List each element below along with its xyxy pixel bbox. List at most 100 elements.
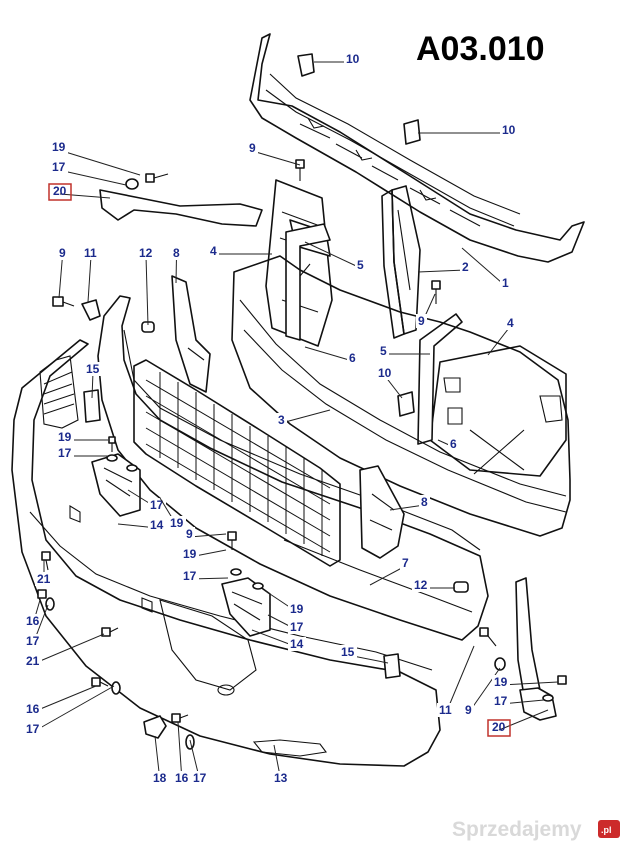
callout-c20a: 20 [53, 184, 67, 198]
callout-leader-c8a [175, 255, 177, 284]
callout-bg-c18a [151, 771, 169, 785]
callout-bg-c17i [191, 771, 209, 785]
callout-highlight-c20a [48, 183, 72, 201]
callout-bg-c19a [50, 140, 68, 154]
callout-bg-c6a [347, 351, 358, 365]
callout-bg-c4b [505, 316, 516, 330]
callout-c18a: 18 [153, 771, 167, 785]
callout-c12a: 12 [139, 246, 153, 260]
callout-leader-c8b [389, 504, 425, 511]
callout-c9c: 9 [418, 314, 425, 328]
callout-bg-c4a [208, 244, 219, 258]
callout-c9a: 9 [249, 141, 256, 155]
callout-leader-c4b [487, 325, 511, 356]
callout-c15b: 15 [341, 645, 355, 659]
callout-bg-c17a [50, 160, 68, 174]
callout-c15a: 15 [86, 362, 100, 376]
callout-c8a: 8 [173, 246, 180, 260]
callout-c17b: 17 [58, 446, 72, 460]
callout-leader-c11a [87, 255, 92, 303]
callout-c9d: 9 [186, 527, 193, 541]
callout-c19e: 19 [290, 602, 304, 616]
part-clips [83, 53, 421, 679]
callout-bg-c3a [276, 413, 287, 427]
callout-c19a: 19 [52, 140, 66, 154]
callout-leader-c21b [32, 633, 105, 665]
callout-bg-c8a [171, 246, 182, 260]
callout-leader-c1a [461, 247, 506, 287]
callout-leader-c9d [189, 533, 227, 538]
callout-c6b: 6 [450, 437, 457, 451]
callout-bg-c21a [35, 572, 53, 586]
callout-leader-c7a [369, 565, 406, 586]
callout-bg-c5a [355, 258, 366, 272]
part-side-brackets [171, 275, 547, 715]
callout-leader-c15a [91, 371, 94, 399]
callout-c19b: 19 [58, 430, 72, 444]
callout-bg-c7a [400, 556, 411, 570]
callout-c17g: 17 [494, 694, 508, 708]
watermark-badge: .pl [601, 825, 612, 835]
callout-c16c: 16 [175, 771, 189, 785]
watermark-badge-shape [598, 820, 620, 838]
part-lamp-bracket-right [429, 345, 567, 477]
callout-c6a: 6 [349, 351, 356, 365]
watermark-text: Sprzedajemy [452, 818, 582, 841]
callout-bg-c17g [492, 694, 510, 708]
callout-c7a: 7 [402, 556, 409, 570]
callout-leader-c19f [500, 681, 559, 686]
callout-c21b: 21 [26, 654, 40, 668]
callout-bg-c13a [272, 771, 290, 785]
callout-bg-c21b [24, 654, 42, 668]
callout-bg-c17h [24, 722, 42, 736]
callout-c16a: 16 [26, 614, 40, 628]
callout-bg-c19e [288, 602, 306, 616]
part-bumper-bar [97, 295, 489, 641]
callout-c10b: 10 [502, 123, 516, 137]
callout-bg-c11b [437, 703, 455, 717]
callout-bg-c16a [24, 614, 42, 628]
callout-bg-c17e [288, 620, 306, 634]
callout-leader-c16b [32, 685, 97, 713]
callout-c16b: 16 [26, 702, 40, 716]
callout-c4a: 4 [210, 244, 217, 258]
callout-leader-c2a [417, 269, 466, 273]
callout-leader-c5a [304, 241, 361, 269]
callout-bg-c19d [181, 547, 199, 561]
part-brackets-14 [91, 453, 271, 637]
callout-leader-c17a [58, 169, 127, 186]
callout-bg-c9c [416, 314, 427, 328]
part-center-stay [381, 185, 421, 339]
callout-c17f: 17 [26, 634, 40, 648]
callout-bg-c12a [137, 246, 155, 260]
callout-c11b: 11 [439, 703, 452, 717]
callout-bg-c19b [56, 430, 74, 444]
callout-c5a: 5 [357, 258, 364, 272]
callout-leader-c20a [59, 193, 111, 199]
callout-c21a: 21 [37, 572, 51, 586]
watermark-logo: Sprzedajemy .pl [452, 818, 620, 841]
callout-bg-c1a [500, 276, 511, 290]
callout-bg-c11a [82, 246, 100, 260]
callout-highlight-c20b [487, 719, 511, 737]
callout-bg-c19c [168, 516, 186, 530]
callout-c2a: 2 [462, 260, 469, 274]
callout-leader-c9b [58, 255, 63, 299]
callout-c20b: 20 [492, 720, 506, 734]
part-upper-bumper [231, 255, 571, 537]
callout-c4b: 4 [507, 316, 514, 330]
callout-c5b: 5 [380, 344, 387, 358]
callout-leader-c12a [145, 255, 149, 326]
callout-bg-c8b [419, 495, 430, 509]
callout-bg-c17b [56, 446, 74, 460]
callout-c3a: 3 [278, 413, 285, 427]
callout-c17d: 17 [183, 569, 197, 583]
callout-leader-c11b [445, 645, 475, 714]
callout-bg-c12b [412, 578, 430, 592]
callout-bg-c17d [181, 569, 199, 583]
callout-bg-c9e [463, 703, 474, 717]
callout-c8b: 8 [421, 495, 428, 509]
diagram-code: A03.010 [416, 30, 545, 68]
